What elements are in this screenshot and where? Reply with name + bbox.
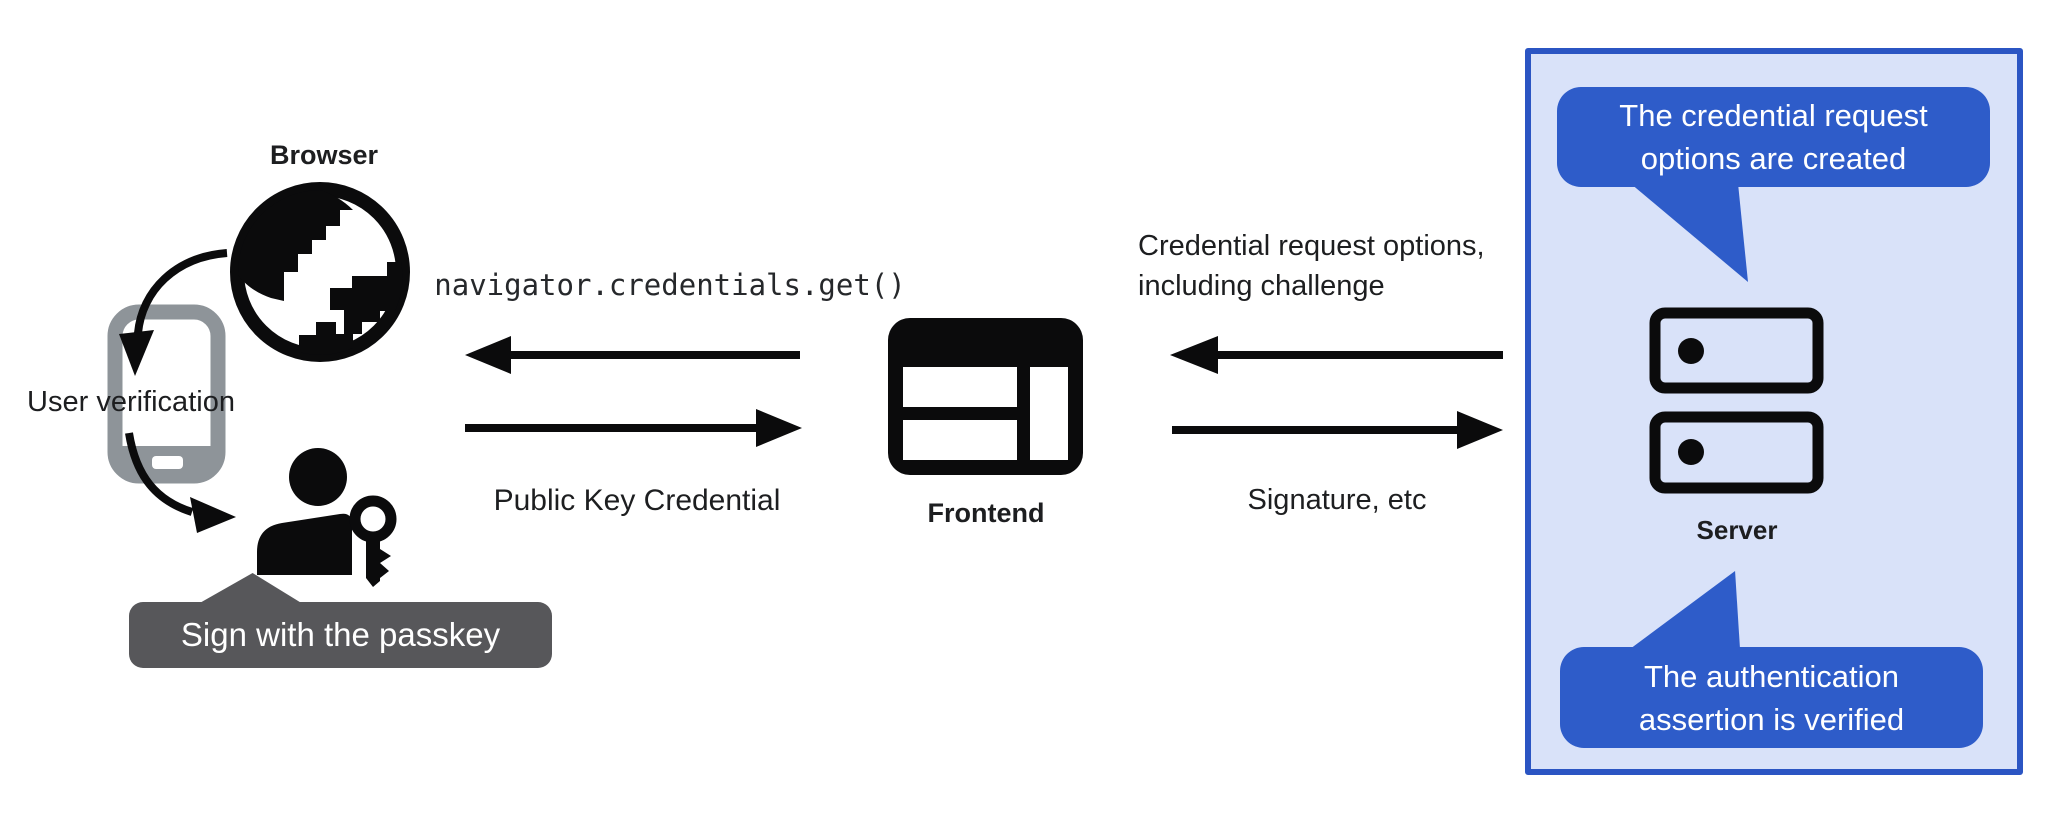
globe-icon [230,182,410,362]
passkey-tooltip: Sign with the passkey [129,602,552,668]
note-line: assertion is verified [1638,701,1905,737]
public-key-credential-label: Public Key Credential [493,484,781,517]
credential-request-options-line2: including challenge [1138,270,1385,302]
note-credential-request: The credential request options are creat… [1557,87,1990,187]
browser-label: Browser [269,140,379,170]
credential-request-options-label: Credential request options, including ch… [1138,226,1485,306]
arrow-browser-to-phone [119,249,228,376]
user-verification-label: User verification [27,386,235,418]
note-line: options are created [1640,141,1907,176]
browser-window-icon [888,318,1083,475]
arrow-frontend-to-server [1172,411,1503,449]
passkey-tooltip-label: Sign with the passkey [180,616,501,653]
note-line: The credential request [1619,98,1928,133]
signature-label: Signature, etc [1247,484,1427,516]
arrow-server-to-frontend [1170,336,1503,374]
note-assertion-verified: The authentication assertion is verified [1560,647,1983,748]
server-label: Server [1696,515,1778,545]
arrow-phone-to-person [125,432,236,533]
frontend-label: Frontend [927,498,1045,528]
credential-request-options-line1: Credential request options, [1138,230,1485,262]
key-icon [349,495,397,587]
passkey-tooltip-pointer [198,573,303,604]
arrow-browser-to-frontend [465,409,802,447]
person-icon [257,448,352,575]
note-line: The authentication [1643,658,1900,694]
api-call-label: navigator.credentials.get() [434,268,906,302]
arrow-frontend-to-browser [465,336,800,374]
